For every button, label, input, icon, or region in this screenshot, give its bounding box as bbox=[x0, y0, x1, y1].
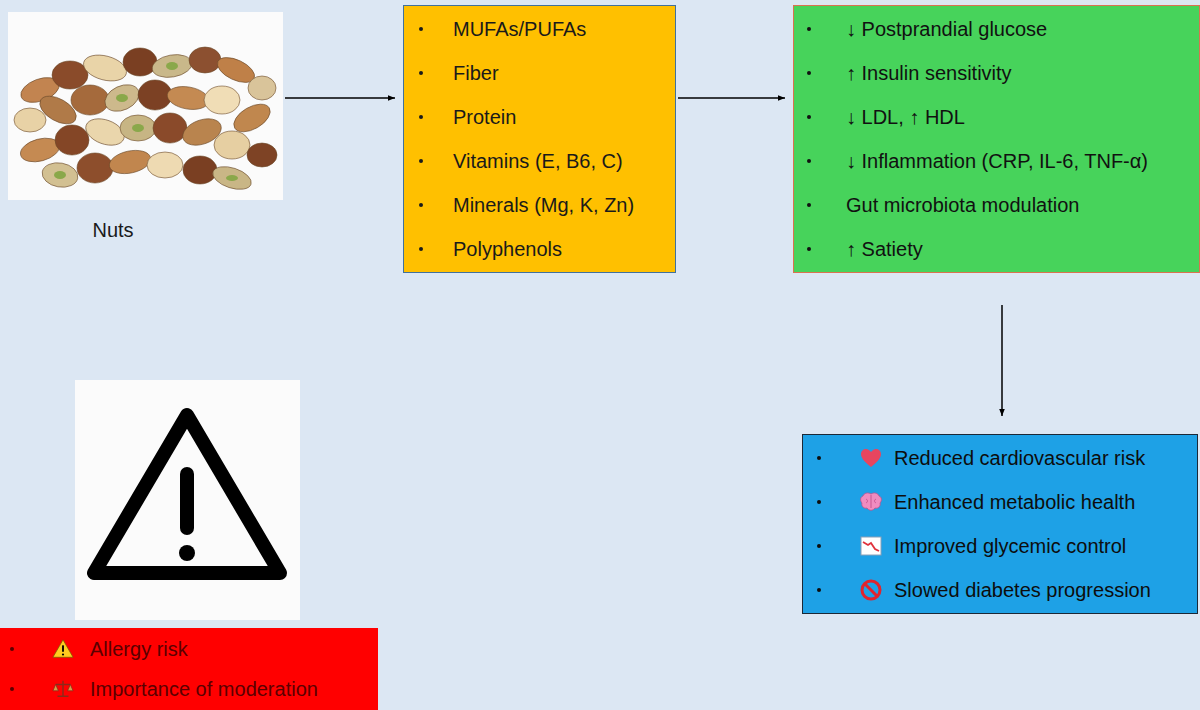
list-text: Allergy risk bbox=[90, 638, 196, 661]
bullet-dot bbox=[419, 247, 423, 251]
nutrient-box: MUFAs/PUFAsFiberProteinVitamins (E, B6, … bbox=[403, 5, 676, 273]
arrow-connector bbox=[1001, 305, 1003, 416]
node-caption: Nuts bbox=[8, 219, 218, 242]
list-text: Importance of moderation bbox=[90, 678, 326, 701]
list-text: ↑ Insulin sensitivity bbox=[846, 62, 1020, 85]
nuts-node: Nuts bbox=[8, 12, 283, 252]
list-text: ↓ Postprandial glucose bbox=[846, 18, 1055, 41]
bullet-dot bbox=[807, 247, 811, 251]
list-text: Slowed diabetes progression bbox=[894, 579, 1159, 602]
bullet-dot bbox=[817, 544, 821, 548]
list-text: Improved glycemic control bbox=[894, 535, 1134, 558]
arrow-connector bbox=[678, 97, 785, 99]
bullet-dot bbox=[807, 27, 811, 31]
list-row: ↑ Satiety bbox=[794, 227, 1156, 271]
bullet-dot bbox=[807, 203, 811, 207]
list-text: Minerals (Mg, K, Zn) bbox=[453, 194, 642, 217]
list-text: ↓ LDL, ↑ HDL bbox=[846, 106, 973, 129]
list-text: Polyphenols bbox=[453, 238, 570, 261]
chart-icon bbox=[859, 534, 883, 558]
outcome-box: Reduced cardiovascular riskEnhanced meta… bbox=[802, 434, 1198, 614]
list-row: Allergy risk bbox=[0, 629, 326, 669]
warn-icon bbox=[52, 638, 74, 660]
list-row: Slowed diabetes progression bbox=[803, 568, 1159, 612]
list-body: Allergy riskImportance of moderation bbox=[0, 629, 326, 709]
list-row: ↓ Inflammation (CRP, IL-6, TNF-α) bbox=[794, 139, 1156, 183]
warning-picture bbox=[75, 380, 300, 620]
list-row: MUFAs/PUFAs bbox=[404, 7, 642, 51]
bullet-dot bbox=[419, 159, 423, 163]
list-text: Gut microbiota modulation bbox=[846, 194, 1087, 217]
brain-icon bbox=[859, 490, 883, 514]
heart-icon bbox=[859, 446, 883, 470]
list-row: Protein bbox=[404, 95, 642, 139]
list-row: ↓ LDL, ↑ HDL bbox=[794, 95, 1156, 139]
list-row: ↑ Insulin sensitivity bbox=[794, 51, 1156, 95]
list-body: MUFAs/PUFAsFiberProteinVitamins (E, B6, … bbox=[404, 7, 642, 271]
list-row: Polyphenols bbox=[404, 227, 642, 271]
bullet-dot bbox=[419, 115, 423, 119]
list-text: Enhanced metabolic health bbox=[894, 491, 1143, 514]
list-text: Protein bbox=[453, 106, 524, 129]
list-row: ↓ Postprandial glucose bbox=[794, 7, 1156, 51]
bullet-dot bbox=[419, 27, 423, 31]
bullet-dot bbox=[817, 588, 821, 592]
list-row: Enhanced metabolic health bbox=[803, 480, 1159, 524]
effect-box: ↓ Postprandial glucose ↑ Insulin sensitiv… bbox=[793, 5, 1200, 273]
bullet-dot bbox=[10, 647, 14, 651]
list-row: Gut microbiota modulation bbox=[794, 183, 1156, 227]
list-row: Improved glycemic control bbox=[803, 524, 1159, 568]
list-row: Fiber bbox=[404, 51, 642, 95]
caution-box: Allergy riskImportance of moderation bbox=[0, 628, 378, 710]
nuts-picture bbox=[8, 12, 283, 200]
bullet-dot bbox=[807, 115, 811, 119]
bullet-dot bbox=[419, 71, 423, 75]
list-row: Vitamins (E, B6, C) bbox=[404, 139, 642, 183]
list-text: ↓ Inflammation (CRP, IL-6, TNF-α) bbox=[846, 150, 1156, 173]
arrow-connector bbox=[285, 97, 395, 99]
list-text: ↑ Satiety bbox=[846, 238, 931, 261]
list-text: Reduced cardiovascular risk bbox=[894, 447, 1153, 470]
list-body: ↓ Postprandial glucose ↑ Insulin sensitiv… bbox=[794, 7, 1156, 271]
list-row: Minerals (Mg, K, Zn) bbox=[404, 183, 642, 227]
scale-icon bbox=[52, 678, 74, 700]
bullet-dot bbox=[807, 71, 811, 75]
bullet-dot bbox=[10, 687, 14, 691]
bullet-dot bbox=[807, 159, 811, 163]
list-body: Reduced cardiovascular riskEnhanced meta… bbox=[803, 436, 1159, 612]
list-text: Fiber bbox=[453, 62, 507, 85]
list-row: Reduced cardiovascular risk bbox=[803, 436, 1159, 480]
bullet-dot bbox=[419, 203, 423, 207]
bullet-dot bbox=[817, 456, 821, 460]
list-text: Vitamins (E, B6, C) bbox=[453, 150, 631, 173]
ban-icon bbox=[859, 578, 883, 602]
bullet-dot bbox=[817, 500, 821, 504]
list-row: Importance of moderation bbox=[0, 669, 326, 709]
list-text: MUFAs/PUFAs bbox=[453, 18, 594, 41]
